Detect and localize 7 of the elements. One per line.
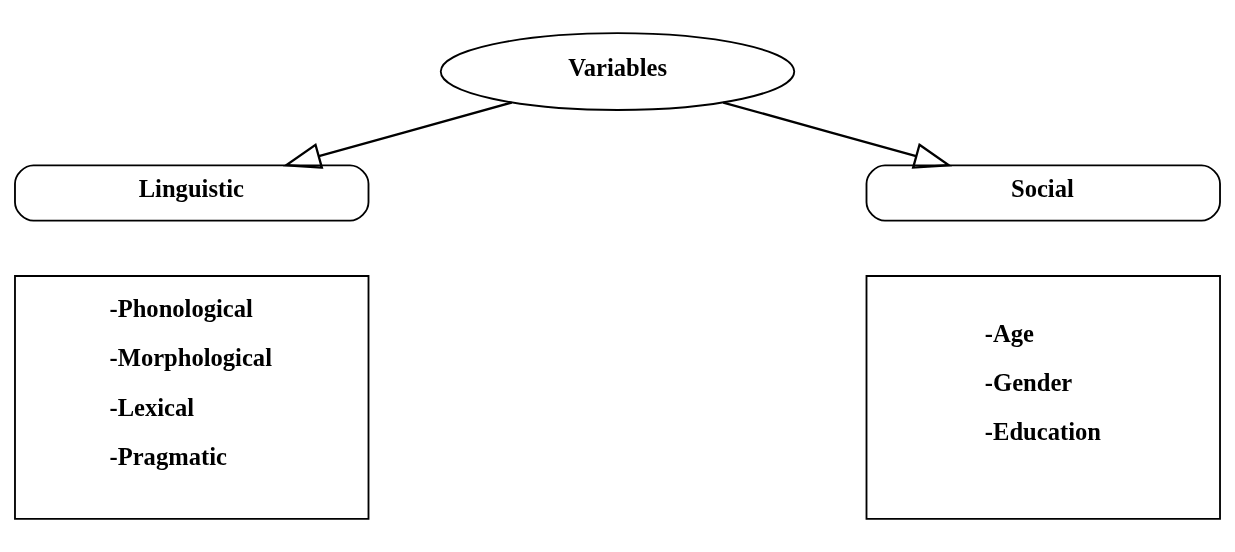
node-box: -Age -Gender -Education (865, 275, 1221, 520)
node-box: Social (865, 164, 1221, 222)
arrow (723, 101, 953, 169)
node-ellipse: Variables (439, 32, 796, 111)
node-box: Linguistic (14, 164, 370, 222)
node-box: -Phonological -Morphological -Lexical -Pragmatic (14, 275, 370, 520)
arrow (282, 101, 512, 169)
